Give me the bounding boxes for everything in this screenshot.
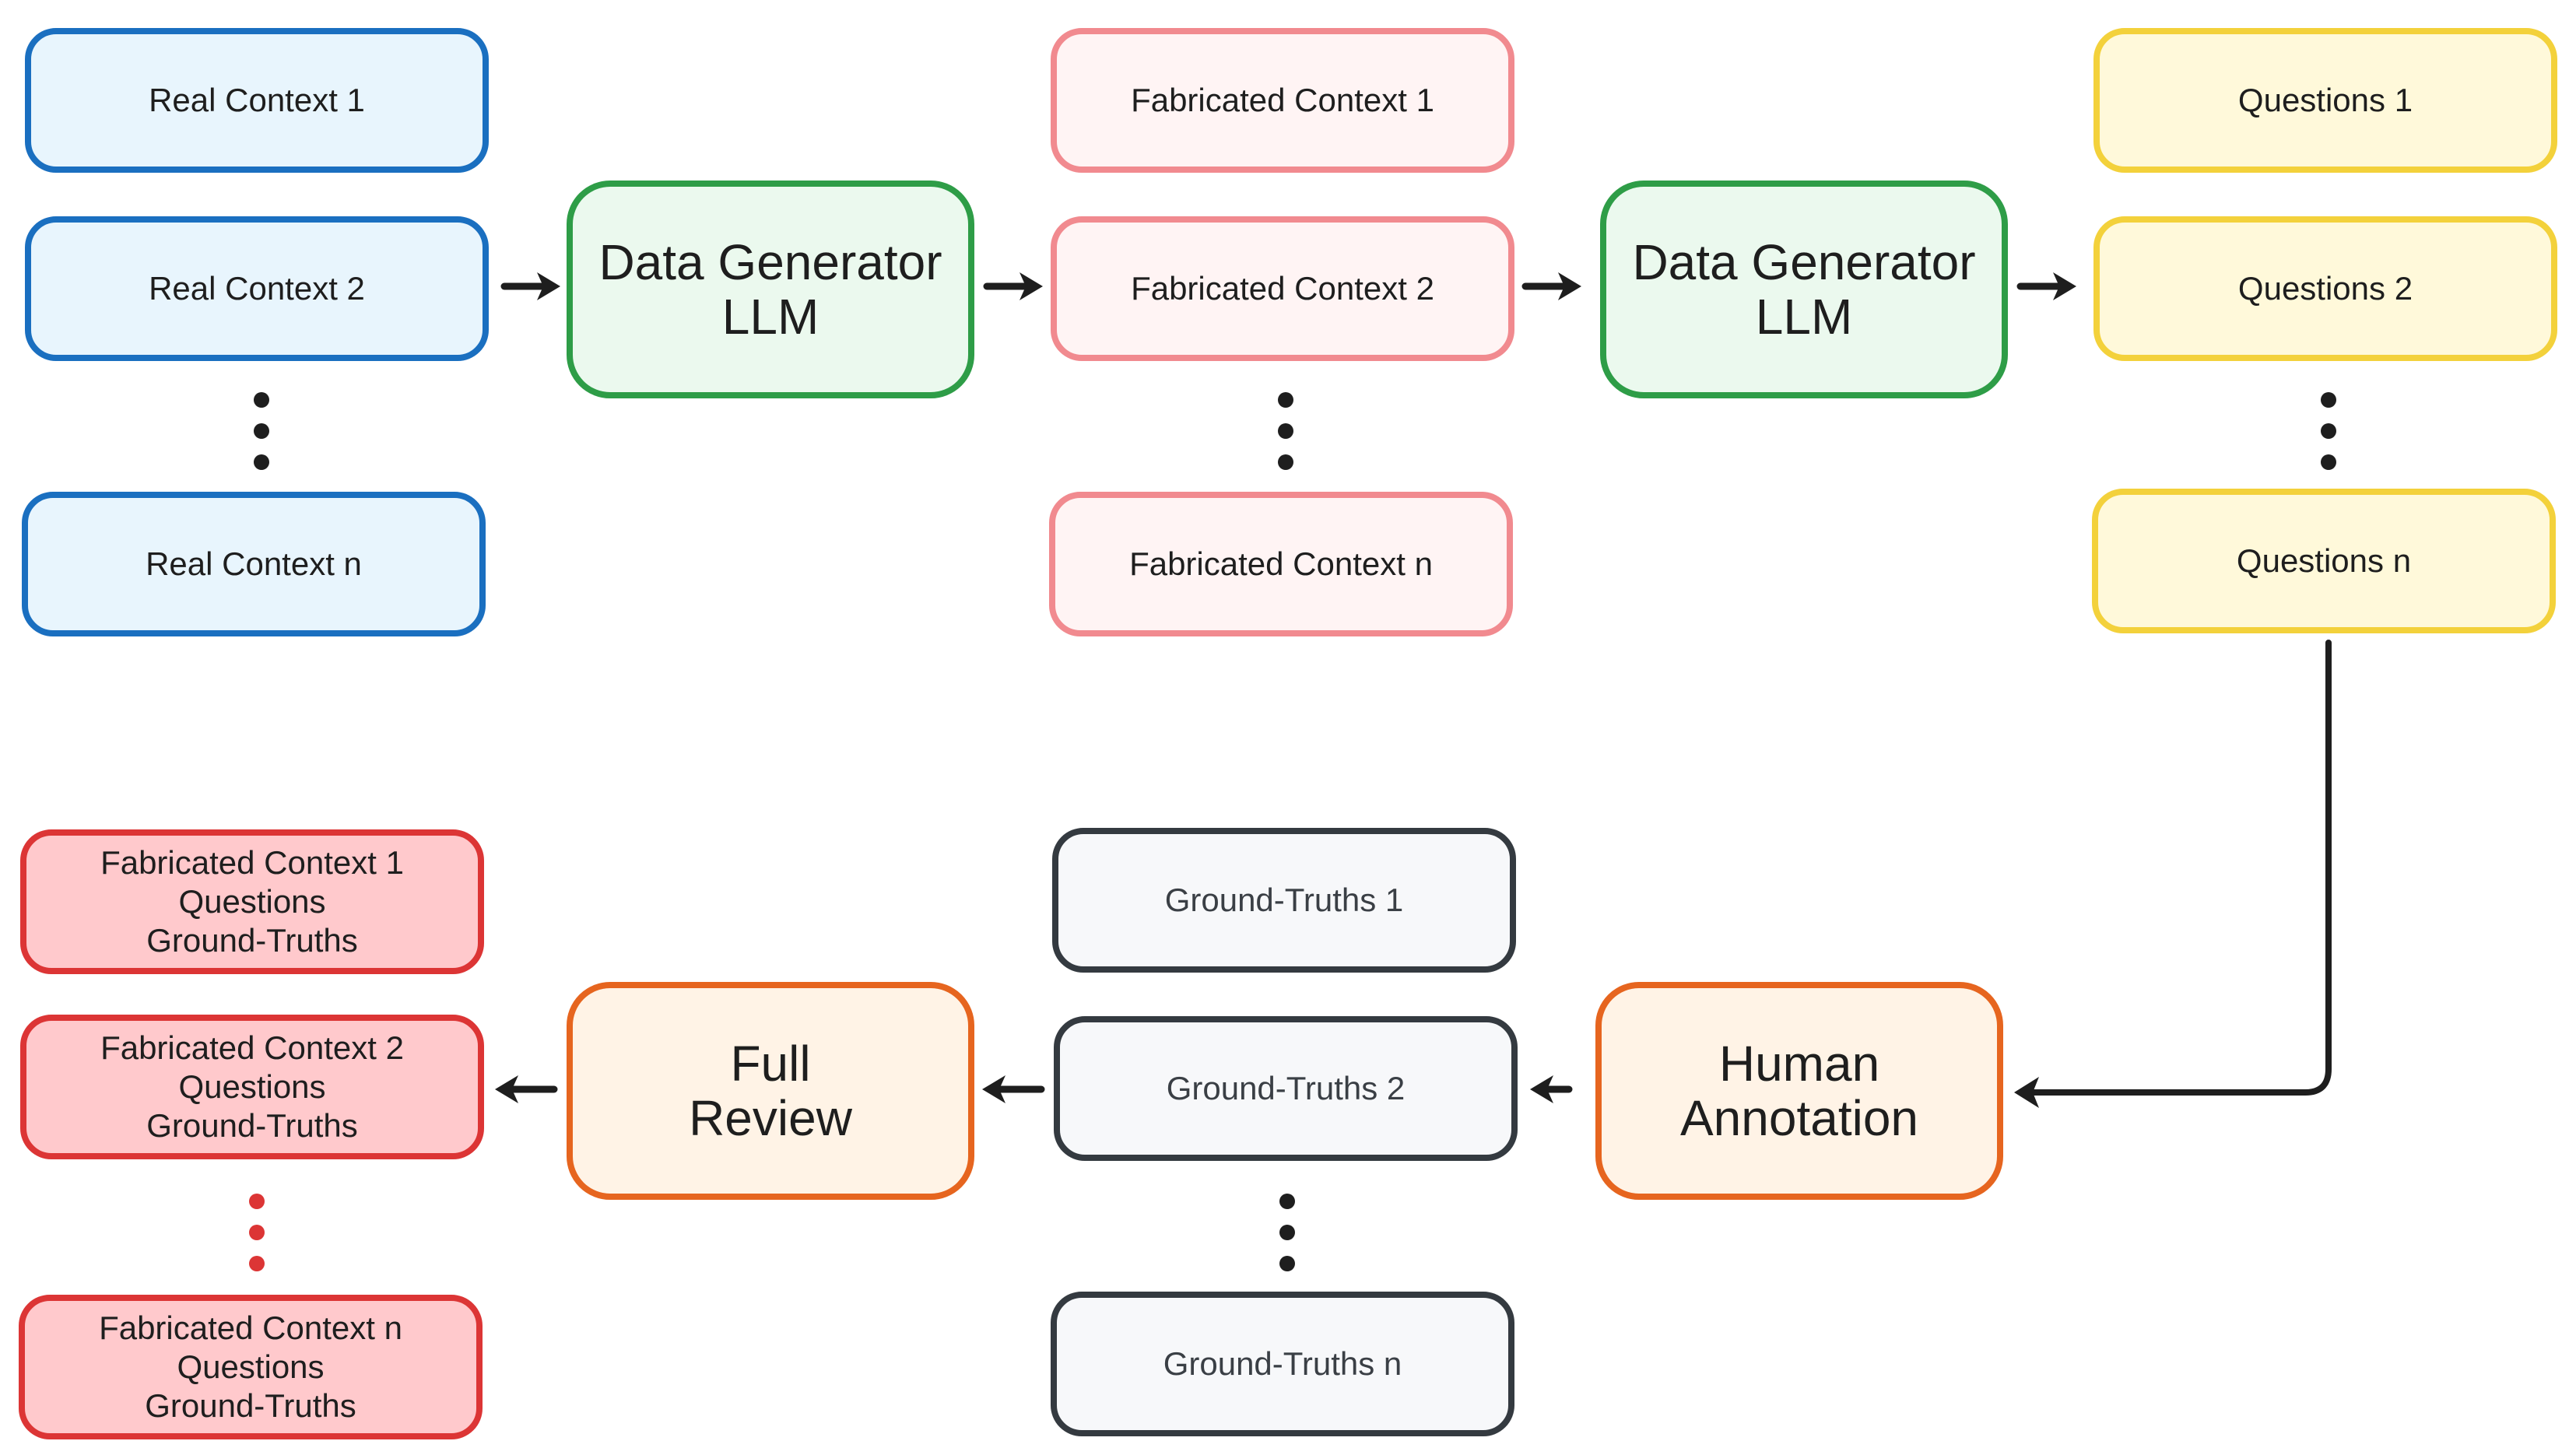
ellipsis-dot	[254, 392, 269, 408]
real-context-node: Real Context n	[22, 492, 486, 636]
questions-label: Questions n	[2236, 542, 2412, 579]
arrow-head	[2053, 272, 2076, 300]
arrow-head	[2014, 1077, 2039, 1108]
final-ground-truths-label: Ground-Truths	[146, 1107, 358, 1144]
final-context-label: Fabricated Context 2	[100, 1029, 404, 1066]
full-review-node: Full Review	[567, 982, 974, 1200]
final-context-label: Fabricated Context n	[99, 1310, 402, 1346]
human-annotation-node: Human Annotation	[1595, 982, 2003, 1200]
ellipsis-dot	[254, 423, 269, 439]
final-questions-label: Questions	[178, 1068, 326, 1105]
ellipsis-dot	[1279, 1256, 1295, 1271]
questions-label: Questions 1	[2237, 82, 2413, 118]
final-dataset-node: Fabricated Context 2 Questions Ground-Tr…	[20, 1015, 484, 1159]
review-label-line: Review	[689, 1090, 852, 1146]
ellipsis-dot	[254, 454, 269, 470]
arrow-head	[495, 1075, 518, 1103]
ellipsis-dot	[1278, 423, 1293, 439]
questions-node: Questions n	[2092, 489, 2556, 633]
arrow-head	[1020, 272, 1043, 300]
ground-truths-node: Ground-Truths 2	[1054, 1016, 1518, 1161]
real-context-node: Real Context 2	[25, 216, 489, 361]
arrow-head	[982, 1075, 1005, 1103]
final-context-label: Fabricated Context 1	[100, 844, 404, 881]
real-context-label: Real Context 2	[149, 270, 365, 307]
arrow-head	[537, 272, 560, 300]
ground-truths-node: Ground-Truths n	[1051, 1292, 1514, 1436]
data-generator-node: Data Generator LLM	[567, 181, 974, 398]
arrow-questions-to-annotation	[2030, 640, 2332, 1096]
real-context-label: Real Context 1	[149, 82, 365, 118]
annotation-label-line: Human	[1718, 1036, 1880, 1092]
final-ground-truths-label: Ground-Truths	[145, 1387, 356, 1424]
ellipsis-dot	[249, 1225, 265, 1240]
final-dataset-node: Fabricated Context 1 Questions Ground-Tr…	[20, 829, 484, 974]
fabricated-context-label: Fabricated Context n	[1129, 545, 1433, 582]
ellipsis-dot	[1278, 392, 1293, 408]
final-ground-truths-label: Ground-Truths	[146, 922, 358, 959]
ellipsis-dot	[1279, 1194, 1295, 1209]
questions-label: Questions 2	[2237, 270, 2413, 307]
ellipsis-dot	[1279, 1225, 1295, 1240]
ground-truths-label: Ground-Truths n	[1163, 1345, 1402, 1382]
generator-label-line: LLM	[721, 289, 819, 345]
annotation-label-line: Annotation	[1679, 1090, 1919, 1146]
final-dataset-node: Fabricated Context n Questions Ground-Tr…	[19, 1295, 483, 1439]
generator-label-line: Data Generator	[1632, 234, 1976, 290]
ground-truths-label: Ground-Truths 2	[1166, 1070, 1406, 1106]
final-questions-label: Questions	[178, 883, 326, 920]
arrow-head	[1558, 272, 1581, 300]
data-generator-node: Data Generator LLM	[1600, 181, 2008, 398]
real-context-label: Real Context n	[146, 545, 362, 582]
ellipsis-dot	[249, 1256, 265, 1271]
fabricated-context-node: Fabricated Context n	[1049, 492, 1513, 636]
fabricated-context-label: Fabricated Context 2	[1131, 270, 1434, 307]
fabricated-context-label: Fabricated Context 1	[1131, 82, 1434, 118]
ground-truths-label: Ground-Truths 1	[1164, 882, 1404, 918]
ellipsis-dot	[2321, 392, 2336, 408]
final-questions-label: Questions	[177, 1348, 325, 1385]
ellipsis-dot	[249, 1194, 265, 1209]
review-label-line: Full	[730, 1036, 811, 1092]
real-context-node: Real Context 1	[25, 28, 489, 173]
ground-truths-node: Ground-Truths 1	[1052, 828, 1516, 973]
generator-label-line: Data Generator	[598, 234, 942, 290]
ellipsis-dot	[2321, 454, 2336, 470]
questions-node: Questions 2	[2093, 216, 2557, 361]
fabricated-context-node: Fabricated Context 2	[1051, 216, 1514, 361]
questions-node: Questions 1	[2093, 28, 2557, 173]
arrow-head	[1530, 1075, 1553, 1103]
generator-label-line: LLM	[1755, 289, 1853, 345]
fabricated-context-node: Fabricated Context 1	[1051, 28, 1514, 173]
ellipsis-dot	[1278, 454, 1293, 470]
ellipsis-dot	[2321, 423, 2336, 439]
